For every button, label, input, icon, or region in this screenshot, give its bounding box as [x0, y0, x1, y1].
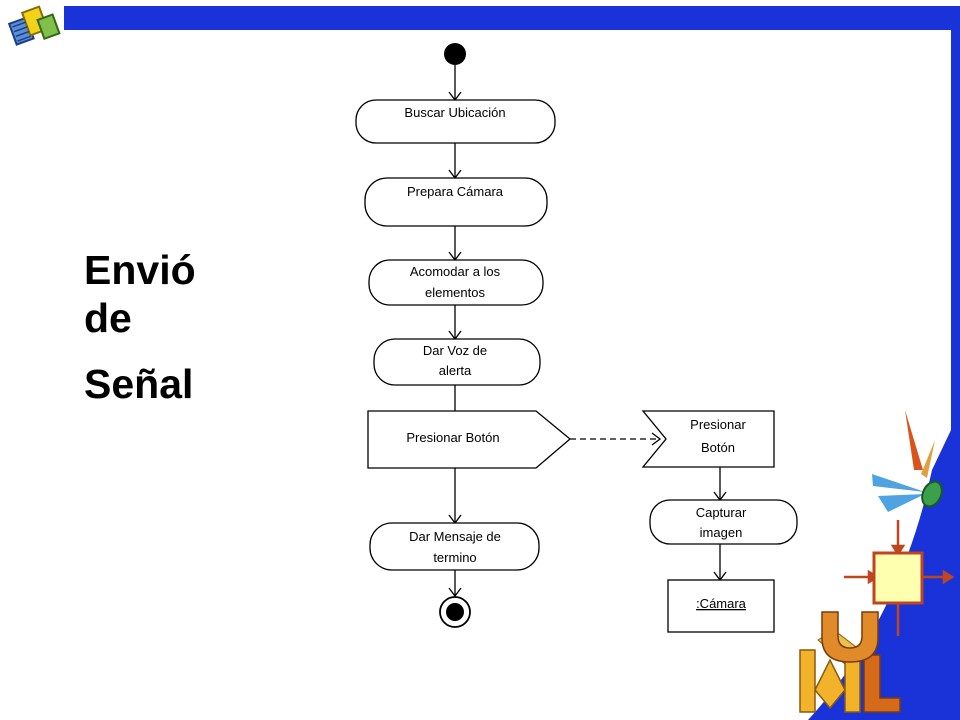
header-bar [64, 6, 957, 30]
uml-u-letter [821, 611, 879, 663]
action-label: elementos [425, 285, 485, 300]
title-line: Señal [84, 361, 194, 407]
object-node-label: :Cámara [696, 596, 747, 611]
action-label: Buscar Ubicación [404, 105, 505, 120]
side-bar [951, 6, 960, 720]
action-label: alerta [439, 363, 472, 378]
action-acomodar [368, 259, 544, 306]
receive-signal-label: Presionar [690, 417, 746, 432]
send-signal-label: Presionar Botón [406, 430, 499, 445]
action-label: Capturar [696, 505, 747, 520]
action-label: imagen [700, 525, 743, 540]
action-prepara [364, 177, 548, 227]
action-label: Dar Mensaje de [409, 529, 501, 544]
feather-icon [905, 410, 923, 470]
action-label: Prepara Cámara [407, 184, 504, 199]
receive-signal-node [641, 410, 775, 468]
object-node [667, 579, 775, 633]
action-label: Acomodar a los [410, 264, 501, 279]
logo-icon [7, 5, 61, 46]
title-line: Envió [84, 247, 196, 293]
action-label: Dar Voz de [423, 343, 487, 358]
action-dar-voz [373, 338, 541, 386]
send-signal-node [367, 410, 572, 469]
receive-signal-label: Botón [701, 440, 735, 455]
action-mensaje [369, 522, 540, 571]
action-buscar [355, 99, 556, 144]
uml-m-letter [799, 649, 861, 713]
uml-l-letter [863, 654, 901, 713]
title-line: de [84, 295, 132, 341]
gem-icon [921, 480, 943, 508]
component-box-icon [872, 551, 924, 605]
corner-wave [808, 430, 951, 720]
action-label: termino [433, 550, 476, 565]
initial-node [444, 43, 466, 65]
uml-decoration-icon [799, 410, 955, 720]
slide-title: Envió de Señal [84, 246, 196, 408]
action-capturar [649, 499, 798, 545]
